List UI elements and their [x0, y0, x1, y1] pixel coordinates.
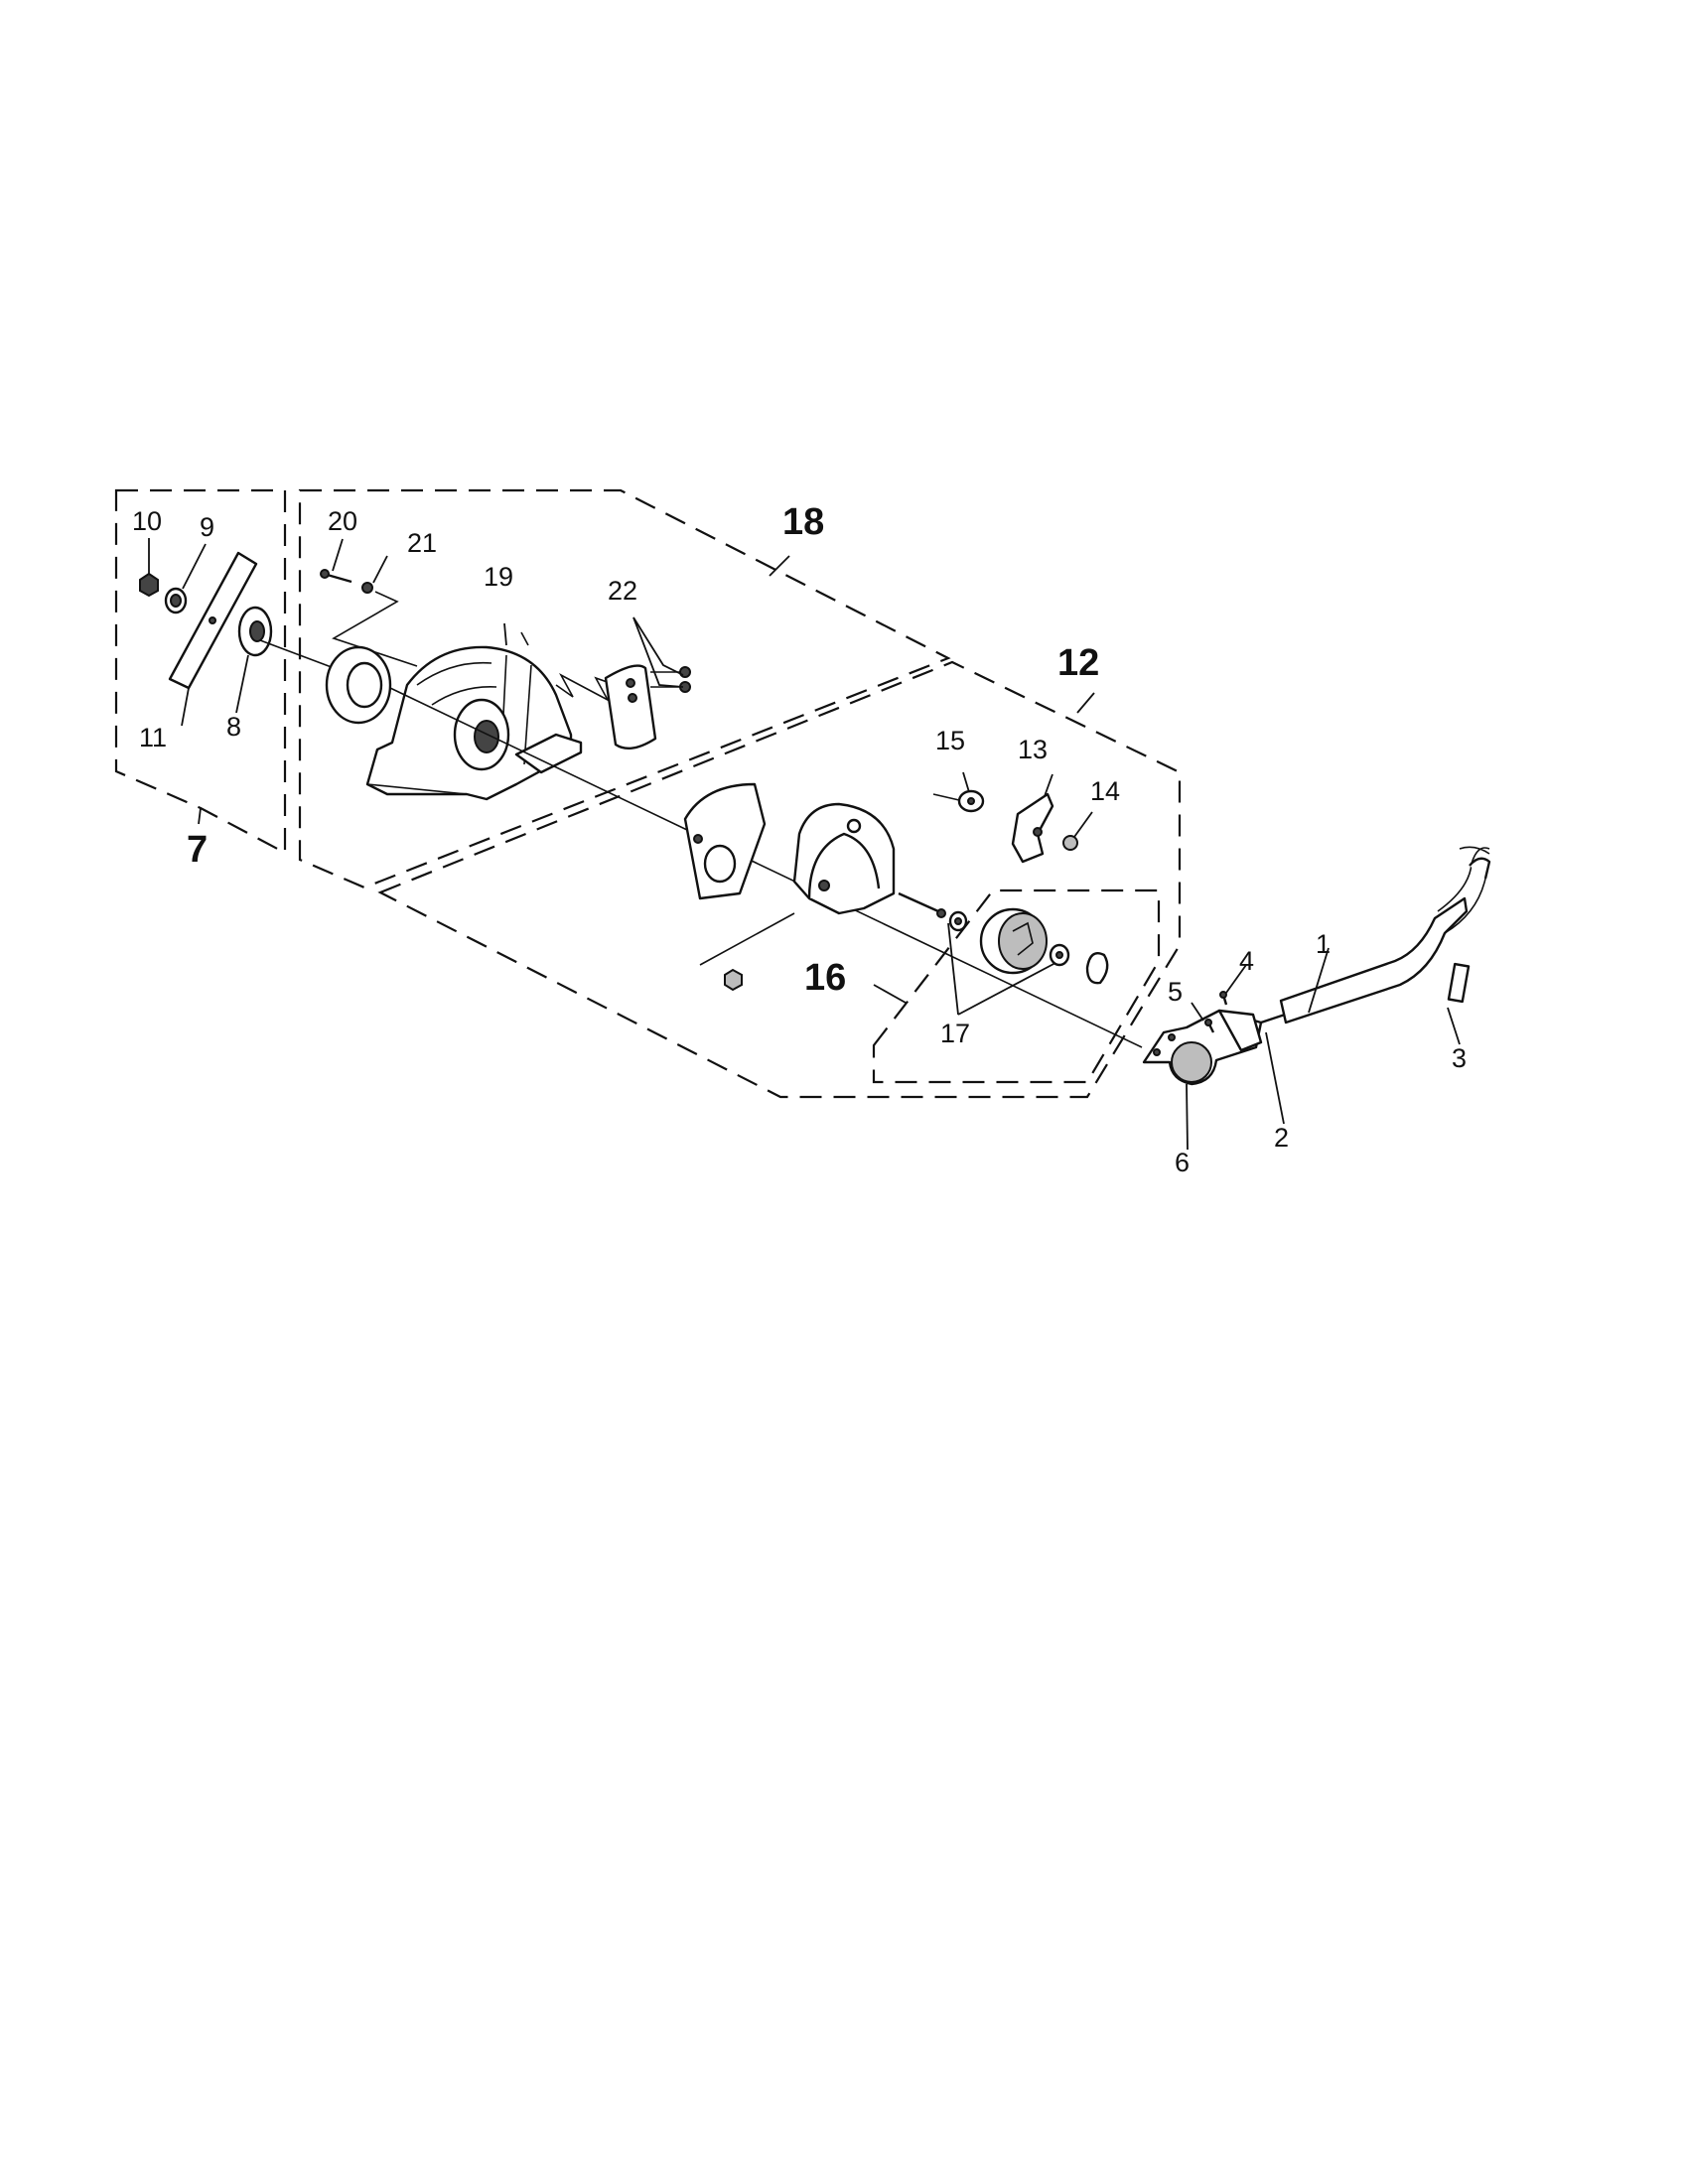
- callout-3: 3: [1452, 1043, 1467, 1073]
- callout-9: 9: [200, 512, 214, 542]
- group-label-12: 12: [1057, 642, 1099, 684]
- group-7-boundary: [114, 488, 287, 855]
- callout-labels: 1 2 3 4 5 6 8 9 10 11 13 14 15 17 19 20 …: [132, 501, 1467, 1177]
- guard-assembly: [320, 569, 1143, 1048]
- callout-15: 15: [935, 726, 965, 755]
- callout-11: 11: [139, 723, 167, 752]
- part-10-nut: [139, 572, 159, 598]
- guard-deflector-plate: [604, 664, 657, 751]
- callout-10: 10: [132, 506, 162, 536]
- group-label-18: 18: [782, 501, 824, 543]
- part-22-screw-a: [679, 666, 691, 678]
- callout-5: 5: [1168, 977, 1183, 1007]
- bracket-nut: [724, 968, 743, 992]
- callout-20: 20: [328, 506, 357, 536]
- callout-22: 22: [608, 576, 637, 606]
- group-label-7: 7: [187, 829, 208, 871]
- part-1-tube: [1279, 896, 1469, 1024]
- callout-19: 19: [484, 562, 513, 592]
- callout-14: 14: [1090, 776, 1120, 806]
- group-label-16: 16: [804, 957, 846, 999]
- part-13-clamp: [1011, 792, 1054, 864]
- part-3-label: [1447, 962, 1471, 1004]
- drive-assembly: [1142, 846, 1491, 1086]
- bracket-assembly: [683, 782, 1078, 992]
- callout-2: 2: [1274, 1123, 1289, 1153]
- part-14-nut: [1062, 835, 1078, 851]
- callout-13: 13: [1018, 735, 1048, 764]
- callout-8: 8: [226, 712, 241, 742]
- bracket-bolt: [898, 891, 939, 913]
- callout-4: 4: [1239, 946, 1254, 976]
- leader-lines: [148, 538, 1461, 1151]
- part-21-nut: [361, 582, 373, 594]
- callout-1: 1: [1316, 929, 1331, 959]
- hub-assembly: [948, 907, 1109, 985]
- hub-cap: [1085, 951, 1109, 985]
- callout-6: 6: [1175, 1148, 1190, 1177]
- group-16-boundary: [872, 888, 1161, 1084]
- callout-17: 17: [940, 1019, 970, 1048]
- group-12-boundary: [377, 660, 1182, 1099]
- callout-21: 21: [407, 528, 437, 558]
